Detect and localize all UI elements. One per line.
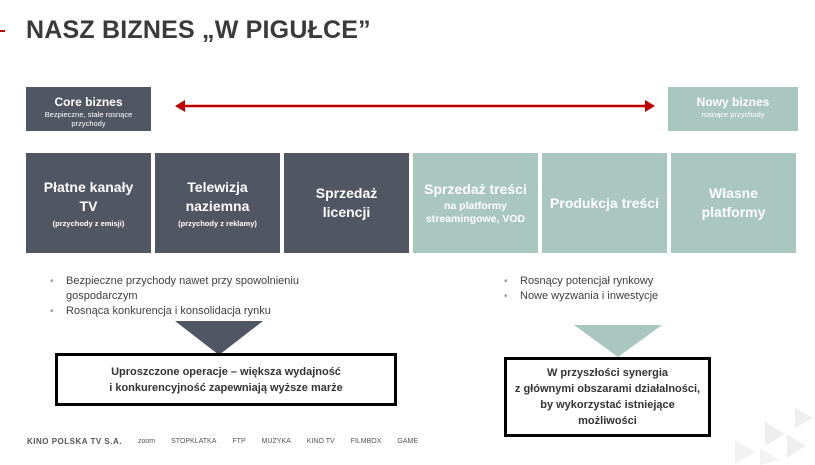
conclusion-line: Uproszczone operacje – większa wydajność — [111, 365, 341, 378]
new-business-header: Nowy biznes rosnące przychody — [668, 87, 798, 131]
column-content-production: Produkcja treści — [542, 153, 667, 253]
conclusion-line: i konkurencyjność zapewniają wyższe marż… — [109, 381, 343, 394]
list-item: Nowe wyzwania i inwestycje — [500, 289, 760, 304]
column-subtitle: (przychody z reklamy) — [178, 219, 257, 228]
zoom-logo: zoom — [138, 438, 156, 445]
new-business-subtitle: rosnące przychody — [701, 110, 765, 119]
logo-strip: KINO POLSKA TV S.A. zoom STOPKLATKA FTP … — [27, 437, 418, 446]
conclusion-box-new: W przyszłości synergia z głównymi obszar… — [504, 357, 711, 437]
core-business-subtitle: Bezpieczne, stale rosnące przychody — [44, 110, 133, 128]
list-item: Bezpieczne przychody nawet przy spowolni… — [46, 274, 346, 304]
double-arrow-icon — [175, 100, 655, 112]
right-bullet-list: Rosnący potencjał rynkowy Nowe wyzwania … — [500, 274, 760, 304]
column-subtitle: (przychody z emisji) — [52, 219, 125, 228]
decorative-chevrons-icon — [735, 408, 813, 465]
column-title: Produkcja treści — [550, 194, 659, 211]
column-content-sales: Sprzedaż treści na platformy streamingow… — [413, 153, 538, 253]
column-licensing: Sprzedaż licencji — [284, 153, 409, 253]
conclusion-line: W przyszłości synergia — [546, 367, 669, 379]
column-terrestrial-tv: Telewizja naziemna (przychody z reklamy) — [155, 153, 280, 253]
column-subtitle: na platformy streamingowe, VOD — [425, 200, 526, 225]
conclusion-line: możliwości — [578, 415, 637, 427]
column-title: Telewizja naziemna — [185, 179, 250, 214]
conclusion-line: by wykorzystać istniejące — [540, 399, 675, 411]
column-own-platforms: Własne platformy — [671, 153, 796, 253]
list-item: Rosnący potencjał rynkowy — [500, 274, 760, 289]
list-item: Rosnąca konkurencja i konsolidacja rynku — [46, 304, 346, 319]
page-title: NASZ BIZNES „W PIGUŁCE” — [26, 16, 371, 44]
game-logo: GAME — [397, 438, 419, 445]
column-title: Płatne kanały TV — [43, 179, 134, 214]
company-logo: KINO POLSKA TV S.A. — [27, 437, 122, 446]
left-bullet-list: Bezpieczne przychody nawet przy spowolni… — [46, 274, 346, 319]
column-title: Własne platformy — [701, 185, 766, 220]
ftp-logo: FTP — [232, 438, 246, 445]
kinotv-logo: KINO TV — [306, 438, 335, 445]
conclusion-box-core: Uproszczone operacje – większa wydajność… — [55, 353, 397, 406]
filmbox-logo: FILMBOX — [350, 438, 382, 445]
core-business-header: Core biznes Bezpieczne, stale rosnące pr… — [26, 87, 151, 131]
stopklatka-logo: STOPKLATKA — [171, 438, 217, 445]
core-business-title: Core biznes — [54, 95, 123, 109]
column-title: Sprzedaż treści — [424, 181, 527, 197]
down-triangle-dark-icon — [175, 321, 263, 355]
down-triangle-light-icon — [574, 325, 662, 357]
new-business-title: Nowy biznes — [696, 95, 770, 109]
conclusion-line: z głównymi obszarami działalności, — [514, 383, 701, 395]
muzyka-logo: MUZYKA — [261, 438, 291, 445]
red-accent-mark — [0, 30, 5, 32]
column-paid-tv: Płatne kanały TV (przychody z emisji) — [26, 153, 151, 253]
column-title: Sprzedaż licencji — [315, 185, 378, 220]
